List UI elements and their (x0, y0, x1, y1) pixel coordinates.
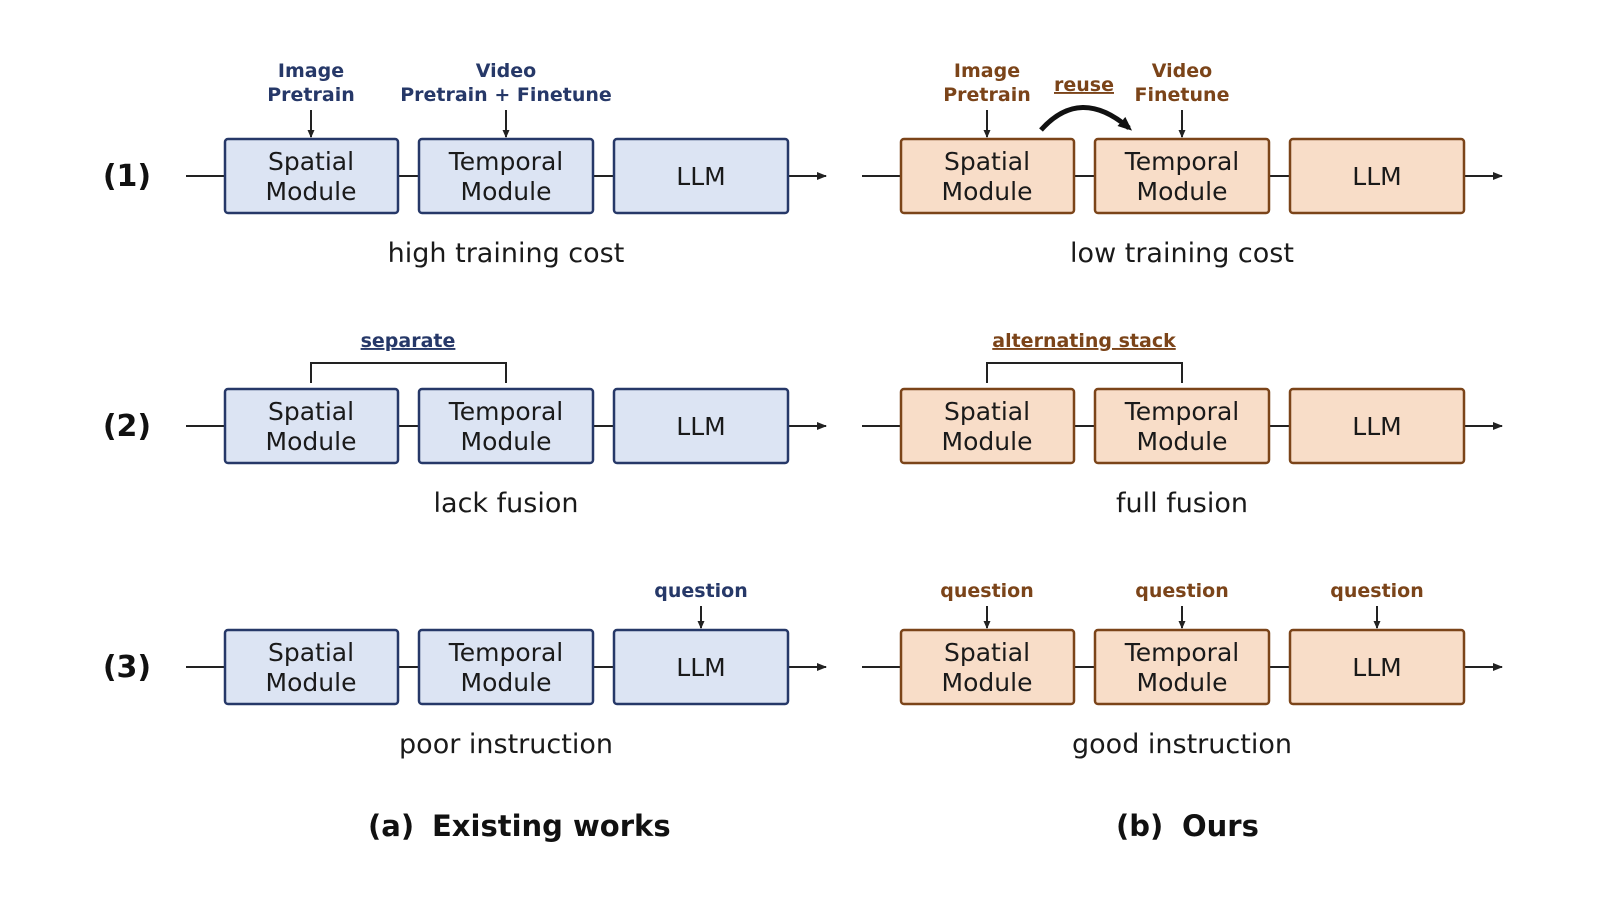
temporal-module-box (1093, 137, 1271, 215)
spatial-module-label-line1: Spatial (944, 638, 1030, 667)
llm-label: LLM (676, 653, 725, 682)
spatial-module-label-line1: Spatial (944, 397, 1030, 426)
panel-tag-b: (b) (1116, 809, 1163, 843)
row-label-1: (1) (103, 159, 151, 194)
image-pretrain-note-line2: Pretrain (267, 84, 355, 106)
row-1-existing: Spatial Module Temporal Module LLM Image… (186, 60, 827, 269)
temporal-module-label-line2: Module (461, 668, 552, 697)
temporal-module-label-line1: Temporal (1124, 638, 1239, 667)
video-pretrain-note-line2: Pretrain + Finetune (400, 84, 612, 106)
row-2-ours: Spatial Module Temporal Module LLM alter… (862, 330, 1503, 519)
spatial-module-box (223, 137, 400, 215)
question-note-llm: question (1330, 580, 1424, 602)
temporal-module-label-line2: Module (461, 427, 552, 456)
reuse-curved-arrow (1039, 105, 1133, 132)
caption-lack-fusion: lack fusion (434, 488, 579, 519)
llm-label: LLM (1352, 412, 1401, 441)
temporal-module-label-line1: Temporal (1124, 397, 1239, 426)
spatial-module-box (223, 628, 400, 706)
temporal-module-label-line2: Module (461, 177, 552, 206)
spatial-module-label-line2: Module (266, 427, 357, 456)
caption-low-training-cost: low training cost (1070, 238, 1294, 269)
llm-box (1288, 628, 1466, 706)
temporal-module-box (1093, 387, 1271, 465)
bracket (310, 362, 507, 383)
alternating-stack-note: alternating stack (992, 330, 1176, 352)
row-3: (3) Spatial Module Temporal Module LLM q… (103, 580, 1503, 760)
spatial-module-box (899, 628, 1076, 706)
image-pretrain-note-line2: Pretrain (943, 84, 1031, 106)
spatial-module-label-line2: Module (942, 177, 1033, 206)
temporal-module-box (1093, 628, 1271, 706)
spatial-module-box (899, 137, 1076, 215)
llm-box (1288, 137, 1466, 215)
temporal-module-label-line1: Temporal (1124, 147, 1239, 176)
row-label-3: (3) (103, 650, 151, 685)
panel-title-b: Ours (1182, 809, 1259, 843)
image-pretrain-note-line1: Image (278, 60, 344, 82)
temporal-module-label-line1: Temporal (448, 147, 563, 176)
llm-box (612, 387, 790, 465)
bracket (986, 362, 1183, 383)
separate-note: separate (361, 330, 456, 352)
caption-full-fusion: full fusion (1116, 488, 1248, 519)
image-pretrain-note-line1: Image (954, 60, 1020, 82)
row-label-2: (2) (103, 409, 151, 444)
temporal-module-box (417, 628, 595, 706)
question-note-spatial: question (940, 580, 1034, 602)
spatial-module-label-line2: Module (266, 668, 357, 697)
llm-box (1288, 387, 1466, 465)
question-note-temporal: question (1135, 580, 1229, 602)
spatial-module-box (223, 387, 400, 465)
spatial-module-label-line1: Spatial (268, 397, 354, 426)
spatial-module-label-line2: Module (942, 668, 1033, 697)
spatial-module-label-line2: Module (266, 177, 357, 206)
spatial-module-box (899, 387, 1076, 465)
video-finetune-note-line1: Video (1152, 60, 1212, 82)
row-3-existing: Spatial Module Temporal Module LLM quest… (186, 580, 827, 760)
llm-label: LLM (1352, 162, 1401, 191)
row-1: (1) Spatial Module Temporal Module LLM I… (103, 60, 1503, 269)
panel-label-b: (b) Ours (1116, 809, 1259, 843)
caption-poor-instruction: poor instruction (399, 729, 613, 760)
temporal-module-box (417, 137, 595, 215)
llm-label: LLM (676, 412, 725, 441)
spatial-module-label-line1: Spatial (268, 147, 354, 176)
question-note: question (654, 580, 748, 602)
row-2: (2) Spatial Module Temporal Module LLM s… (103, 330, 1503, 519)
temporal-module-box (417, 387, 595, 465)
caption-good-instruction: good instruction (1072, 729, 1292, 760)
temporal-module-label-line2: Module (1137, 177, 1228, 206)
temporal-module-label-line1: Temporal (448, 397, 563, 426)
caption-high-training-cost: high training cost (388, 238, 625, 269)
panel-label-a: (a) Existing works (368, 809, 671, 843)
temporal-module-label-line2: Module (1137, 668, 1228, 697)
row-2-existing: Spatial Module Temporal Module LLM separ… (186, 330, 827, 519)
spatial-module-label-line1: Spatial (268, 638, 354, 667)
llm-label: LLM (676, 162, 725, 191)
spatial-module-label-line2: Module (942, 427, 1033, 456)
panel-title-a: Existing works (432, 809, 671, 843)
llm-label: LLM (1352, 653, 1401, 682)
llm-box (612, 137, 790, 215)
spatial-module-label-line1: Spatial (944, 147, 1030, 176)
video-finetune-note-line2: Finetune (1135, 84, 1230, 106)
row-3-ours: Spatial Module Temporal Module LLM quest… (862, 580, 1503, 760)
video-pretrain-note-line1: Video (476, 60, 536, 82)
row-1-ours: Spatial Module Temporal Module LLM Image… (862, 60, 1503, 269)
temporal-module-label-line1: Temporal (448, 638, 563, 667)
temporal-module-label-line2: Module (1137, 427, 1228, 456)
reuse-note: reuse (1054, 74, 1114, 96)
panel-tag-a: (a) (368, 809, 414, 843)
llm-box (612, 628, 790, 706)
